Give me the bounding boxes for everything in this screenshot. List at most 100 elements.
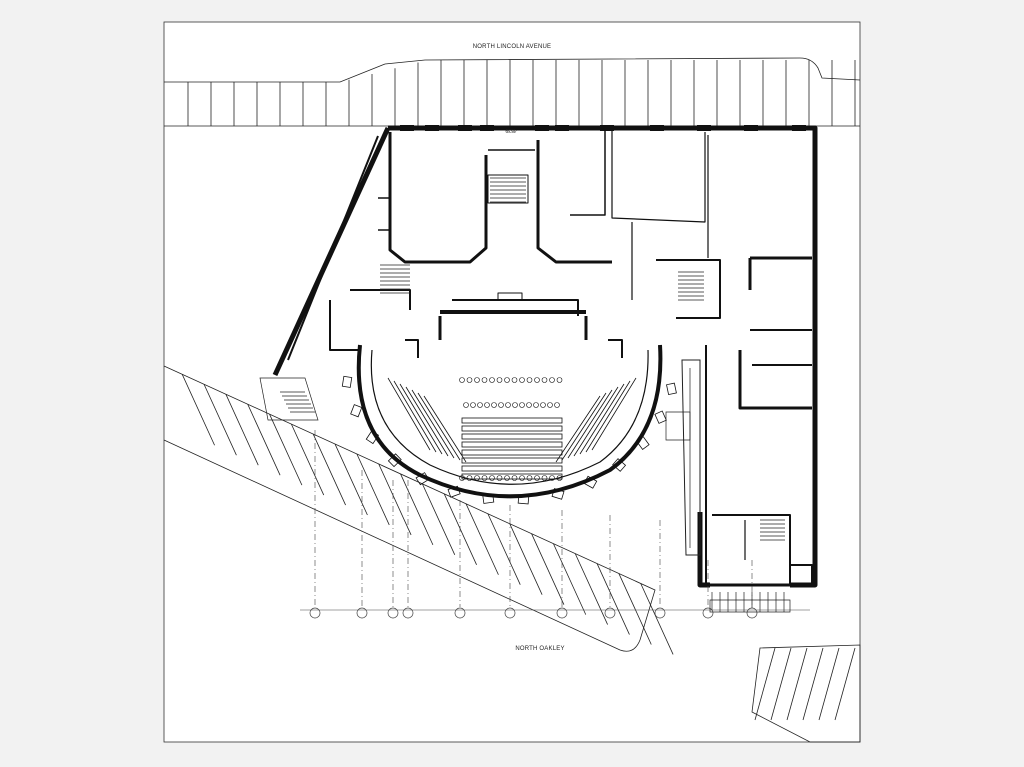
seat	[540, 402, 546, 408]
seat	[519, 377, 525, 383]
parking-stall-line	[269, 413, 303, 486]
parking-stall-line	[181, 374, 215, 446]
seat-row	[555, 395, 601, 463]
parking-stall-line	[247, 404, 281, 476]
facade-pier	[480, 125, 494, 131]
parking-stall-line	[465, 503, 499, 575]
seat-row	[461, 441, 563, 448]
address-label: 4539	[505, 127, 516, 133]
seat	[459, 475, 465, 481]
parking-stall-line	[802, 647, 824, 721]
seat	[549, 475, 555, 481]
grid-bubble	[604, 607, 616, 619]
parking-stall-line	[312, 433, 346, 506]
box-seat	[583, 475, 598, 489]
grid-bubble	[454, 607, 466, 619]
seat	[556, 377, 563, 383]
parking-stall-line	[291, 423, 325, 496]
box-seat	[350, 404, 363, 418]
parking-stall-line	[596, 563, 630, 635]
box-seat	[482, 493, 495, 504]
box-seat	[415, 472, 430, 486]
grid-bubble	[504, 607, 516, 619]
parking-stall-line	[487, 513, 521, 585]
seat	[534, 377, 540, 383]
seat	[474, 475, 480, 481]
seat	[549, 377, 555, 383]
seat	[526, 377, 533, 383]
seat	[477, 402, 483, 408]
box-seat	[666, 382, 677, 396]
parking-stall-line	[618, 573, 652, 645]
seat-row	[405, 386, 449, 457]
seat-row	[461, 433, 563, 440]
seat-row	[573, 386, 619, 457]
grid-bubble	[746, 607, 758, 619]
parking-stall-line	[443, 493, 477, 565]
box-seat	[387, 453, 402, 468]
facade-pier	[600, 125, 614, 131]
grid-bubble	[702, 607, 714, 619]
seat-row	[387, 377, 431, 451]
seat	[504, 475, 510, 481]
seat	[512, 402, 518, 408]
box-seat	[341, 375, 353, 388]
box-seat	[517, 494, 530, 505]
facade-pier	[697, 125, 711, 131]
seat	[526, 475, 533, 481]
seat-row	[461, 425, 563, 432]
seat-row	[461, 465, 563, 472]
parking-stall-line	[531, 533, 565, 605]
street-label-south: NORTH OAKLEY	[515, 646, 564, 652]
seat	[505, 402, 511, 408]
auditorium	[341, 344, 677, 505]
seat-row	[461, 457, 563, 464]
seat	[489, 475, 495, 481]
seat	[511, 475, 518, 481]
parking-stall-line	[786, 647, 808, 721]
seat-row	[585, 380, 631, 453]
parking-stall-line	[640, 583, 674, 655]
parking-stall-line	[509, 523, 543, 595]
seat-row	[561, 392, 607, 461]
seat	[519, 475, 525, 481]
box-seat	[551, 488, 565, 500]
facade-pier	[744, 125, 758, 131]
south-edge-hatch	[709, 599, 791, 613]
parking-stall-line	[203, 384, 237, 456]
seat-row	[423, 395, 467, 463]
parking-stall-line	[834, 647, 856, 721]
seat	[498, 402, 504, 408]
seat	[511, 377, 518, 383]
seat	[504, 377, 510, 383]
seat	[541, 377, 548, 383]
parking-stall-line	[400, 473, 434, 546]
parking-stall-line	[553, 543, 587, 615]
box-seat	[612, 458, 627, 472]
seat-row	[567, 389, 613, 459]
facade-pier	[400, 125, 414, 131]
seat	[481, 377, 488, 383]
seat-row	[393, 380, 437, 453]
seat-row	[461, 417, 563, 424]
seat	[491, 402, 497, 408]
grid-bubble	[654, 607, 666, 619]
facade-pier	[458, 125, 472, 131]
seat	[519, 402, 525, 408]
grid-bubbles	[309, 607, 758, 619]
seat-row	[411, 389, 455, 459]
parking-stall-line	[334, 443, 368, 516]
parking-stall-line	[770, 647, 792, 721]
facade-pier	[425, 125, 439, 131]
seat	[470, 402, 476, 408]
parking-stall-line	[356, 453, 390, 526]
facade-pier	[650, 125, 664, 131]
seat	[481, 475, 488, 481]
box-seat	[636, 436, 650, 450]
seat-row	[591, 377, 637, 451]
seat	[547, 402, 553, 408]
seat	[463, 402, 469, 408]
box-seat	[365, 430, 380, 445]
facade-pier	[535, 125, 549, 131]
